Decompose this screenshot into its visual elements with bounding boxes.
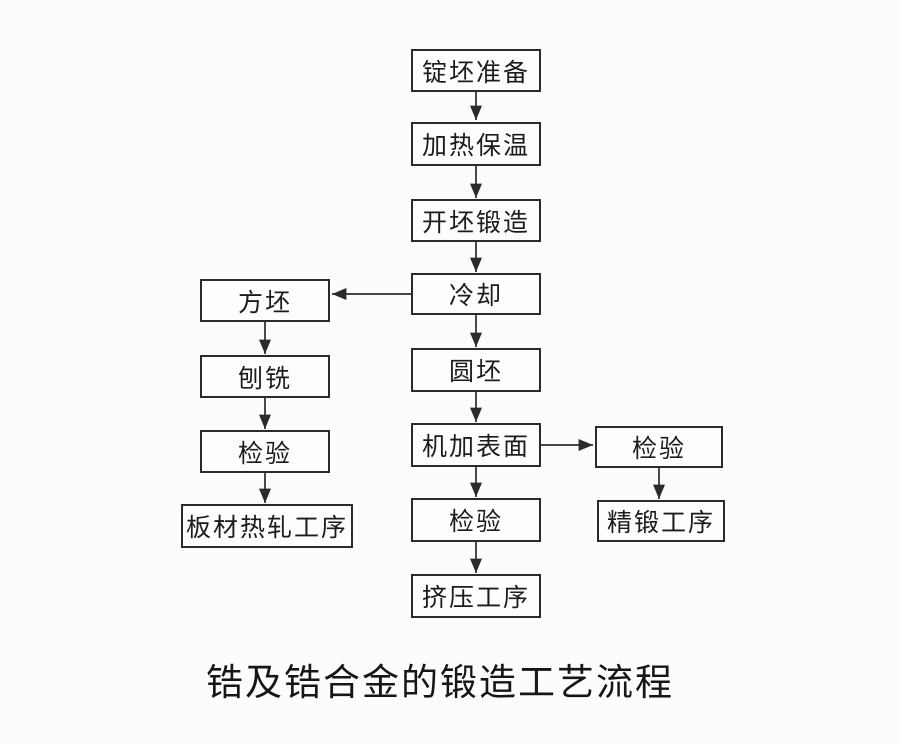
node-extrusion-process: 挤压工序 (411, 574, 541, 618)
node-heating-holding: 加热保温 (411, 122, 541, 166)
diagram-caption: 锆及锆合金的锻造工艺流程 (206, 663, 674, 704)
node-inspection-middle: 检验 (411, 498, 541, 542)
node-round-billet: 圆坯 (411, 348, 541, 392)
node-cooling: 冷却 (411, 273, 541, 315)
node-billet-forging: 开坯锻造 (411, 199, 541, 242)
node-planing-milling: 刨铣 (200, 355, 330, 398)
node-ingot-preparation: 锭坯准备 (411, 49, 541, 92)
node-square-billet: 方坯 (200, 279, 330, 322)
node-inspection-left: 检验 (200, 430, 330, 473)
node-plate-hot-rolling-process: 板材热轧工序 (181, 504, 353, 548)
node-precision-forging-process: 精锻工序 (597, 500, 725, 542)
node-surface-machining: 机加表面 (411, 423, 541, 467)
node-inspection-right: 检验 (595, 426, 723, 468)
